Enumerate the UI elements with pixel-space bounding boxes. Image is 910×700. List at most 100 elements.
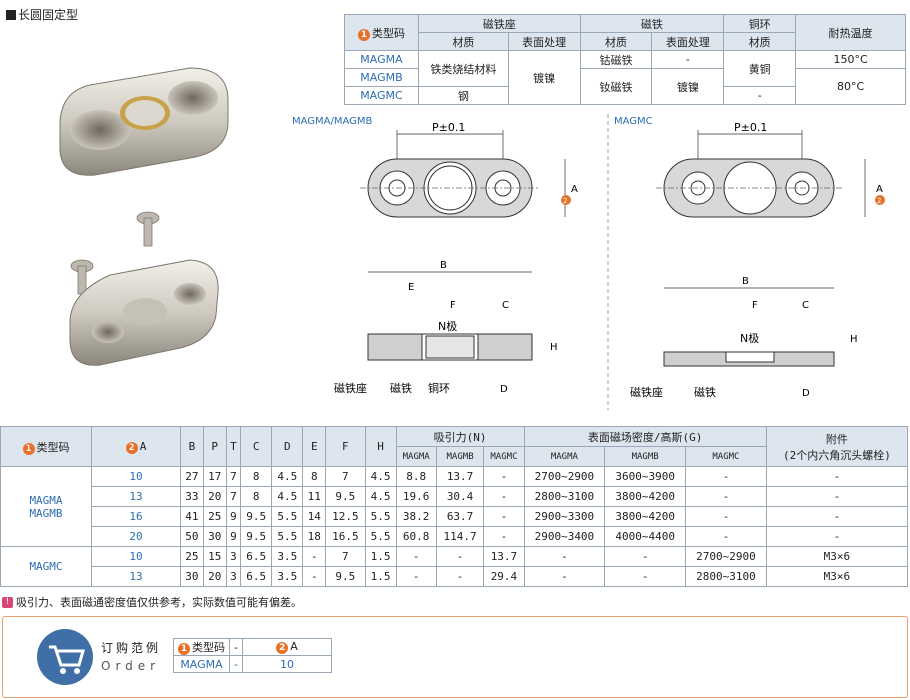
order-v-type: MAGMA [173, 655, 230, 673]
spec-cell: 铁类烧结材料 [417, 50, 509, 87]
table-cell: 4000~4400 [604, 526, 687, 547]
table-cell: - [483, 506, 525, 527]
svg-text:2: 2 [563, 197, 567, 205]
e-dim: E [408, 282, 414, 293]
table-cell: 4.5 [364, 466, 397, 487]
table-cell: 2900~3400 [523, 526, 606, 547]
table-cell: 6.5 [240, 546, 273, 567]
table-cell: 3.5 [271, 566, 304, 587]
table-cell: - [604, 566, 687, 587]
table-cell: 38.2 [395, 506, 437, 527]
table-cell: - [523, 546, 606, 567]
table-cell: 4.5 [271, 466, 304, 487]
table-cell: - [765, 486, 909, 507]
col-c: C [240, 426, 273, 467]
h-dim-right: H [850, 334, 858, 345]
table-cell: - [395, 546, 437, 567]
table-cell: 16 [91, 506, 181, 527]
b-dim-left: B [440, 260, 447, 271]
col-d: D [271, 426, 304, 467]
table-cell: - [302, 546, 327, 567]
square-icon [6, 9, 16, 20]
table-cell: - [395, 566, 437, 587]
table-cell: 19.6 [395, 486, 437, 507]
table-cell: 5.5 [364, 506, 397, 527]
spec-code: MAGMA [344, 50, 419, 69]
table-cell: 20 [202, 486, 227, 507]
p-dim-right: P±0.1 [734, 121, 767, 134]
label-seat-left: 磁铁座 [334, 381, 367, 395]
table-cell: 9 [225, 526, 242, 547]
sub-col: MAGMC [685, 446, 767, 467]
f-dim-left: F [450, 300, 456, 311]
col-b: B [180, 426, 204, 467]
table-cell: - [435, 546, 485, 567]
table-cell: 114.7 [435, 526, 485, 547]
label-ring: 铜环 [428, 381, 450, 395]
a-dim-right: A [876, 184, 883, 195]
c-dim-left: C [502, 300, 509, 311]
col-e: E [302, 426, 327, 467]
table-cell: 3800~4200 [604, 486, 687, 507]
table-cell: 33 [180, 486, 204, 507]
table-cell: 30.4 [435, 486, 485, 507]
table-cell: 5.5 [271, 526, 304, 547]
table-cell: 3 [225, 566, 242, 587]
left-top-view: P±0.1 2 A [360, 121, 578, 218]
sub-col: MAGMB [435, 446, 485, 467]
order-subtitle: Order [101, 659, 161, 673]
table-cell: 60.8 [395, 526, 437, 547]
technical-drawing: MAGMA/MAGMB MAGMC P±0.1 2 A P±0.1 2 A B [292, 114, 885, 410]
col-gauss: 表面磁场密度/高斯(G) [523, 426, 767, 447]
order-v-a: 10 [241, 655, 332, 673]
col-attach: 附件(2个内六角沉头螺栓) [765, 426, 909, 467]
table-cell: 2800~3100 [523, 486, 606, 507]
table-cell: 8 [240, 486, 273, 507]
spec-header-ring: 铜环 [723, 14, 797, 33]
table-cell: 3600~3900 [604, 466, 687, 487]
table-cell: - [483, 466, 525, 487]
spec-cell: 150°C [795, 50, 906, 69]
table-cell: 15 [202, 546, 227, 567]
table-cell: - [685, 486, 767, 507]
table-cell: 13 [91, 486, 181, 507]
right-section-view: B F C N极 磁铁座 磁铁 H D [630, 276, 858, 399]
table-cell: 63.7 [435, 506, 485, 527]
table-cell: 20 [91, 526, 181, 547]
a-dim-left: A [571, 184, 578, 195]
table-cell: 9.5 [325, 566, 366, 587]
table-cell: 7 [325, 466, 366, 487]
table-cell: M3×6 [765, 566, 909, 587]
table-cell: - [765, 526, 909, 547]
info-icon: ! [2, 596, 13, 608]
spec-header-seat: 磁铁座 [417, 14, 581, 33]
col-f: F [325, 426, 366, 467]
spec-cell: 镀镍 [507, 50, 581, 105]
section-title: 长圆固定型 [6, 6, 78, 23]
n-pole-right: N极 [740, 331, 759, 345]
type-code-cell: MAGMC [0, 546, 92, 587]
table-cell: 10 [91, 466, 181, 487]
spec-cell: - [723, 86, 797, 105]
table-cell: 10 [91, 546, 181, 567]
table-cell: 1.5 [364, 546, 397, 567]
sub-col: MAGMC [483, 446, 525, 467]
col-h: H [364, 426, 397, 467]
table-cell: - [685, 466, 767, 487]
col-force: 吸引力(N) [395, 426, 525, 447]
spec-cell: 钴磁铁 [579, 50, 653, 69]
spec-subheader: 材质 [723, 32, 797, 51]
table-cell: 3.5 [271, 546, 304, 567]
table-cell: 27 [180, 466, 204, 487]
